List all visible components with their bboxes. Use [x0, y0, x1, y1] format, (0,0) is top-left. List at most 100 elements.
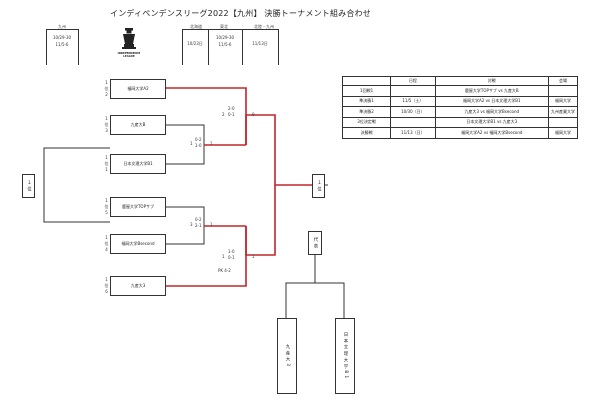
seed-rank: 1 [105, 198, 108, 203]
schedule-venue: 福岡大学 [548, 127, 578, 139]
schedule-round: 3位決定戦 [341, 116, 392, 128]
seed-group: 5 [105, 210, 108, 215]
seed-group: 4 [105, 247, 108, 252]
league-logo-icon [122, 28, 136, 49]
date-header-hokkaido: 北海道 [190, 24, 202, 29]
score-half-2: 0-1 [228, 255, 235, 260]
league-logo-text: INDEPENDENCE LEAGUE [110, 52, 148, 58]
score-sf2-right: 1 [252, 254, 255, 259]
team-box-3: 日本文理大学B1 [110, 154, 166, 174]
schedule-header-date: 日程 [390, 76, 436, 86]
date-divider [208, 29, 209, 65]
score-m1-left: 1 [190, 141, 193, 146]
date-divider [242, 29, 243, 65]
team-box-5: 福岡大学Bsecond [110, 234, 166, 254]
team-name-5: 福岡大学Bsecond [121, 241, 155, 246]
team-box-6: 九産大3 [110, 276, 166, 296]
team-name-4: 鹿屋大学TOPサブ [121, 204, 154, 209]
logo-text-line-1: INDEPENDENCE [117, 52, 141, 55]
score-m2-left: 3 [190, 222, 193, 227]
seed-unit: 位 [104, 241, 109, 246]
score-sf1-left: 2 [222, 112, 225, 117]
score-sf2-left: 1 [222, 254, 225, 259]
seed-unit: 位 [104, 86, 109, 91]
schedule-date [390, 85, 436, 97]
seed-unit: 位 [104, 204, 109, 209]
schedule-date [390, 116, 436, 128]
schedule-header-match: 対戦 [434, 76, 550, 86]
score-sf1-right: 0 [252, 112, 255, 117]
schedule-match: 日本文理大学B1 vs 九産大3 [434, 116, 550, 128]
seed-unit: 位 [104, 283, 109, 288]
date-divider [182, 29, 183, 65]
schedule-venue: 九州産業大学 [548, 106, 578, 118]
pk-result: PK 4-2 [218, 268, 231, 273]
score-half-1: 2-0 [228, 106, 235, 111]
date-divider [278, 29, 279, 65]
table-row: 決勝戦 11/13（日） 福岡大学A2 vs 福岡大学Bsecond 福岡大学 [341, 127, 578, 139]
team-box-2: 九産大B [110, 115, 166, 135]
left-rank-text: １位 [26, 179, 32, 193]
date-header-rule [46, 29, 78, 30]
seed-rank: 1 [105, 277, 108, 282]
table-row: 準決勝1 11/5（土） 福岡大学A2 vs 日本文理大学B1 福岡大学 [341, 95, 578, 107]
date-header-tohoku: 東北 [220, 24, 228, 29]
schedule-match: 福岡大学A2 vs 福岡大学Bsecond [434, 127, 550, 139]
left-rank-box: １位 [22, 174, 35, 198]
score-half-1: 0-2 [195, 137, 202, 142]
team-box-1: 福岡大学A2 [110, 79, 166, 99]
schedule-date: 10/30（日） [390, 106, 436, 118]
schedule-header-venue: 会場 [548, 76, 578, 86]
schedule-venue [548, 85, 578, 97]
date-col-2: 10/23日 [177, 40, 213, 47]
score-half-2: 2-1 [195, 223, 202, 228]
table-row: 3位決定戦 日本文理大学B1 vs 九産大3 [341, 116, 578, 128]
seed-rank: 1 [105, 155, 108, 160]
date-col-1-line-2: 11/5-6 [55, 42, 69, 47]
schedule-round: 決勝戦 [341, 127, 392, 139]
date-divider [46, 29, 47, 65]
date-header-kyushu: 九州 [58, 24, 66, 29]
seed-unit: 位 [104, 122, 109, 127]
date-header-hokuriku: 北陸・九州 [254, 24, 274, 29]
representative-box: 代表 [308, 231, 322, 255]
schedule-table: 日程 対戦 会場 1回戦1 鹿屋大学TOPサブ vs 九産大B 準決勝1 11/… [341, 76, 578, 139]
score-m2-right: 1 [210, 222, 213, 227]
schedule-match: 福岡大学A2 vs 日本文理大学B1 [434, 95, 550, 107]
logo-text-line-2: LEAGUE [123, 55, 135, 59]
schedule-header-round [341, 76, 392, 86]
seed-rank: 1 [105, 80, 108, 85]
representative-text: 代表 [313, 236, 318, 250]
score-half-2: 1-0 [195, 143, 202, 148]
schedule-date: 11/13（日） [390, 127, 436, 139]
date-col-3-line-2: 11/5-6 [218, 42, 232, 47]
seed-rank: 1 [105, 235, 108, 240]
date-divider [78, 29, 79, 65]
date-col-1-line-1: 10/29-30 [52, 35, 72, 40]
score-half-1: 1-0 [228, 249, 235, 254]
right-rank-box: １位 [312, 174, 325, 198]
right-rank-text: １位 [316, 179, 322, 193]
page-title: インディペンデンスリーグ2022【九州】 決勝トーナメント組み合わせ [110, 9, 371, 18]
seed-group: 2 [105, 92, 108, 97]
date-col-2-line-1: 10/23日 [187, 41, 203, 46]
team-name-3: 日本文理大学B1 [123, 161, 153, 166]
seed-group: 3 [105, 128, 108, 133]
date-col-3: 10/29-30 11/5-6 [207, 34, 243, 48]
seed-group: 6 [105, 289, 108, 294]
date-col-3-line-1: 10/29-30 [215, 35, 235, 40]
date-col-1: 10/29-30 11/5-6 [44, 34, 80, 48]
score-half-1: 0-2 [195, 217, 202, 222]
seed-unit: 位 [104, 161, 109, 166]
bottom-team-right: 日本文理大学B1 [343, 331, 348, 381]
